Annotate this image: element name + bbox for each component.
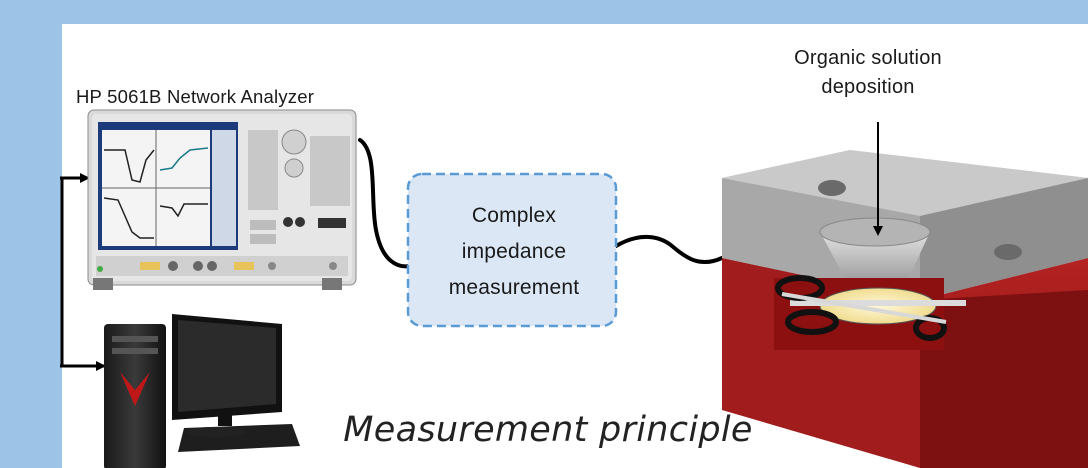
desktop-computer-icon — [104, 314, 300, 468]
organic-label-line-2: deposition — [821, 76, 915, 98]
organic-label-line-1: Organic solution — [794, 47, 942, 69]
network-analyzer-icon — [87, 109, 357, 290]
box-label-line-3: measurement — [448, 276, 580, 299]
analyzer-label: HP 5061B Network Analyzer — [76, 86, 315, 107]
organic-solution-label: Organic solution deposition — [748, 44, 988, 102]
diagram-caption: Measurement principle — [343, 410, 753, 450]
impedance-measurement-box — [406, 172, 618, 328]
box-label-line-1: Complex — [471, 204, 557, 227]
impedance-box-label: Complex impedance measurement — [410, 198, 618, 306]
frame-left-bar — [0, 0, 62, 468]
control-lines — [60, 173, 106, 371]
frame-top-bar — [0, 0, 1088, 24]
box-label-line-2: impedance — [461, 240, 567, 263]
measurement-cell-icon — [722, 150, 1088, 468]
cables — [358, 138, 724, 269]
